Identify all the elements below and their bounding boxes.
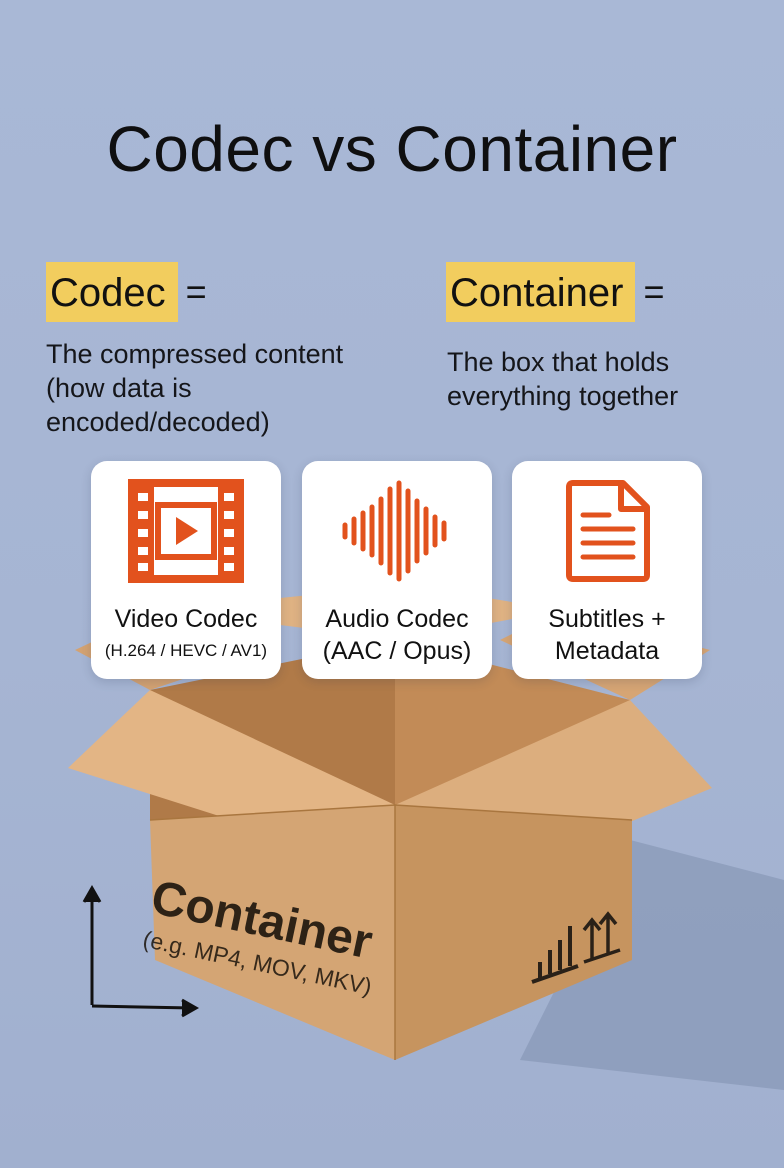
codec-desc-line: encoded/decoded) — [46, 407, 270, 437]
this-side-up-icon — [582, 911, 621, 964]
audio-codec-formats: (AAC / Opus) — [322, 637, 472, 665]
codec-highlight: Codec — [46, 262, 178, 322]
page-title: Codec vs Container — [106, 113, 678, 185]
codec-equals: = — [185, 271, 207, 312]
axis-arrows-icon — [82, 884, 200, 1018]
codec-term: Codec = — [46, 262, 207, 322]
container-description: The box that holds everything together — [447, 345, 678, 413]
codec-desc-line: The compressed content — [46, 339, 344, 369]
container-term: Container = — [446, 262, 664, 322]
codec-description: The compressed content (how data is enco… — [46, 337, 343, 439]
box-front-face — [150, 805, 395, 1060]
subtitles-label: Subtitles + — [548, 605, 666, 633]
box-shadow — [520, 840, 784, 1090]
container-highlight: Container — [446, 262, 636, 322]
video-codec-formats: (H.264 / HEVC / AV1) — [104, 641, 268, 660]
video-codec-label: Video Codec — [114, 605, 258, 633]
subtitles-metadata-card: Subtitles + Metadata — [512, 461, 702, 679]
codec-desc-line: (how data is — [46, 373, 192, 403]
box-right-face — [395, 805, 632, 1060]
container-desc-line: The box that holds — [447, 347, 670, 377]
film-play-icon — [128, 479, 244, 583]
audio-waveform-icon — [342, 480, 447, 582]
box-front-left-flap — [68, 690, 395, 840]
audio-codec-card: Audio Codec (AAC / Opus) — [302, 461, 492, 679]
container-desc-line: everything together — [447, 381, 679, 411]
metadata-label: Metadata — [554, 637, 660, 665]
box-edges — [149, 804, 633, 1060]
container-equals: = — [643, 271, 665, 312]
audio-codec-label: Audio Codec — [325, 605, 469, 633]
video-codec-card: Video Codec (H.264 / HEVC / AV1) — [91, 461, 281, 679]
bar-chart-icon — [531, 926, 579, 984]
document-icon — [566, 480, 650, 582]
